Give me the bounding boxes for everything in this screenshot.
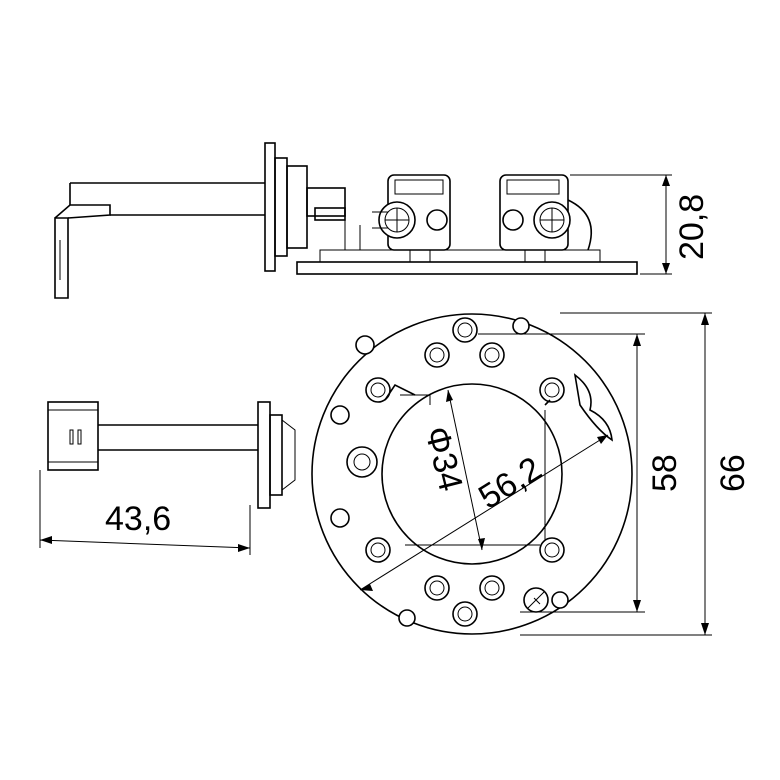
dimension-label-inner-height: 58 xyxy=(646,454,684,492)
dimension-inner-height: 58 xyxy=(478,333,684,613)
dimension-arm-length: 43,6 xyxy=(39,470,251,555)
dimension-label-arm-length: 43,6 xyxy=(105,500,171,538)
dimension-overall-diameter: 66 xyxy=(520,312,752,636)
dimension-label-side-height: 20,8 xyxy=(673,194,711,260)
dimension-label-bolt-circle: 56,2 xyxy=(472,449,548,516)
plan-view: Φ34 56,2 xyxy=(47,313,633,635)
dimension-side-height: 20,8 xyxy=(570,174,711,275)
side-view xyxy=(54,142,638,299)
dimension-label-overall-diameter: 66 xyxy=(714,454,752,492)
dimension-label-bore-diameter: Φ34 xyxy=(417,423,470,495)
